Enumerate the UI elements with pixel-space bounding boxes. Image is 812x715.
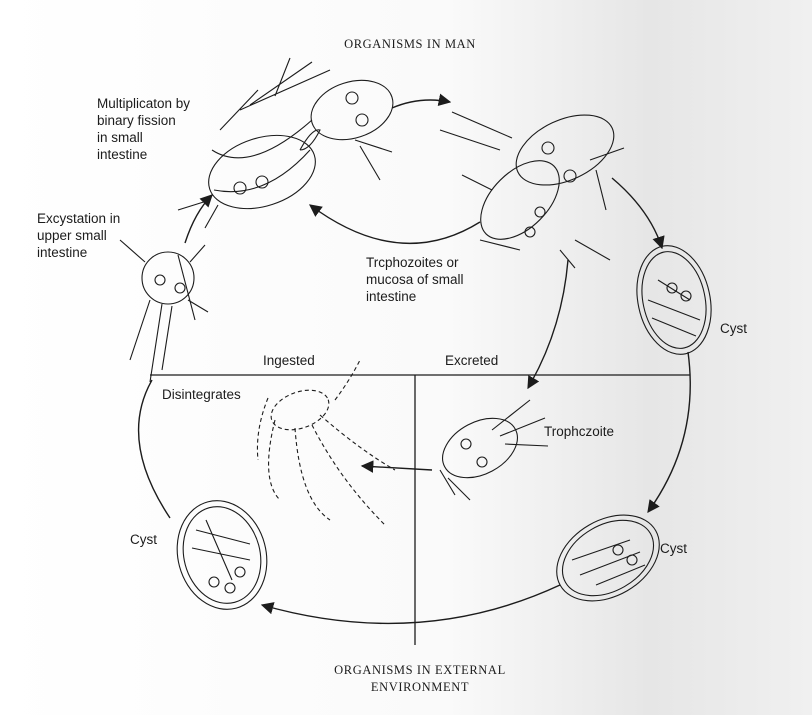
cyst-right-drawing — [627, 239, 720, 362]
disintegrating-organism-drawing — [257, 360, 395, 525]
multiplication-label: Multiplicaton by binary fission in small… — [97, 95, 247, 163]
excreted-label: Excreted — [445, 352, 545, 369]
trophozoite-label: Trophczoite — [544, 423, 664, 440]
mucosa-trophozoites-drawing — [440, 101, 625, 268]
trophozoites-mucosa-label: Trcphozoites or mucosa of small intestin… — [366, 254, 536, 305]
arrow-cyst-to-left-cyst — [262, 585, 560, 623]
top-heading: ORGANISMS IN MAN — [300, 36, 520, 53]
arrow-trophozoite-to-disintegrates — [362, 466, 432, 470]
ingested-label: Ingested — [263, 352, 363, 369]
cyst-lower-right-drawing — [541, 498, 674, 619]
bottom-heading: ORGANISMS IN EXTERNAL ENVIRONMENT — [300, 662, 540, 696]
cyst-lower-left-drawing — [165, 490, 278, 619]
excreted-trophozoite-drawing — [432, 400, 548, 500]
cyst-right-label: Cyst — [720, 320, 780, 337]
excysting-organism-drawing — [120, 240, 208, 382]
cyst-lower-right-label: Cyst — [660, 540, 720, 557]
cyst-lower-left-label: Cyst — [130, 531, 190, 548]
disintegrates-label: Disintegrates — [162, 386, 282, 403]
arrow-excystation-to-fission — [185, 195, 212, 243]
arrow-back-to-fission — [310, 205, 480, 243]
arrow-mucosa-to-cyst — [612, 178, 662, 248]
arrow-fission-to-mucosa — [392, 100, 450, 108]
excystation-label: Excystation in upper small intestine — [37, 210, 187, 261]
